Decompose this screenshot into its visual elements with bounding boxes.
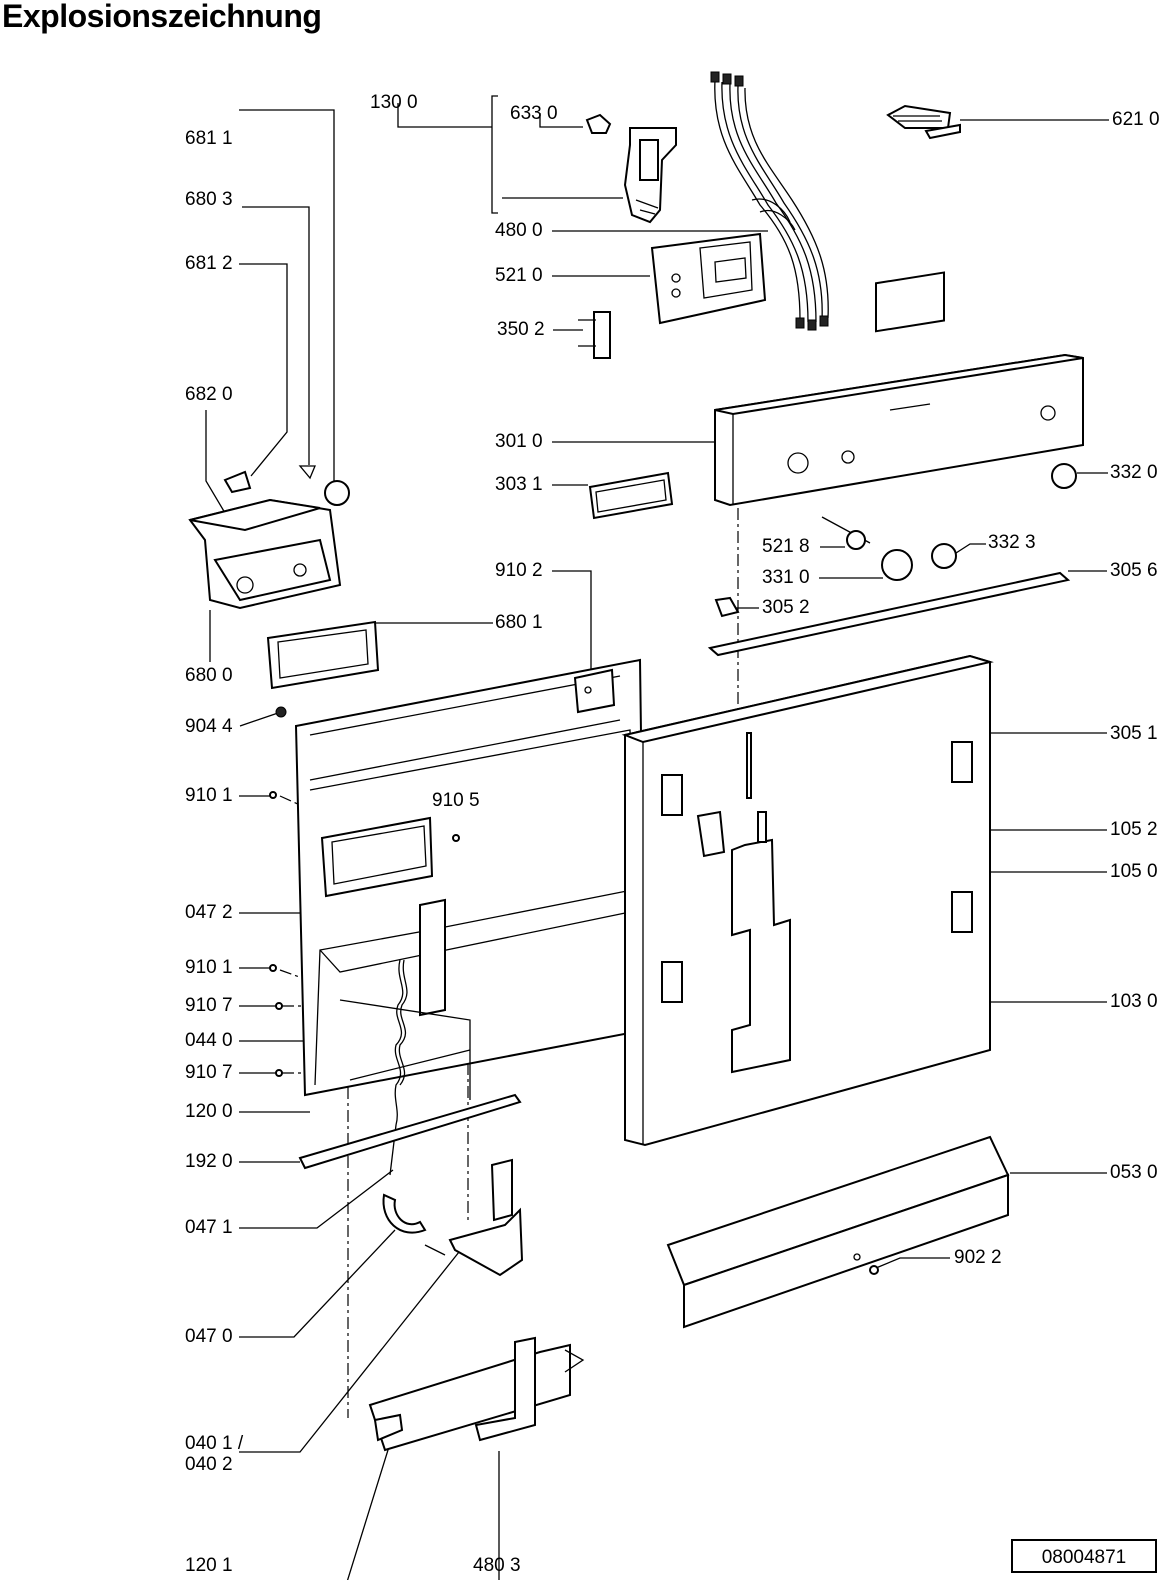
callout-label: 040 1 / — [185, 1433, 244, 1454]
door-switch-part — [585, 113, 677, 224]
document-number: 08004871 — [1011, 1539, 1157, 1573]
callout-label: 305 2 — [762, 597, 810, 618]
inner-door-part — [294, 658, 647, 1100]
callout-label: 305 6 — [1110, 560, 1158, 581]
callout-label: 904 4 — [185, 716, 233, 737]
callout-label: 902 2 — [954, 1247, 1002, 1268]
callout-label: 910 5 — [432, 790, 480, 811]
callout-label: 910 2 — [495, 560, 543, 581]
callout-label: 910 1 — [185, 957, 233, 978]
callout-label: 301 0 — [495, 431, 543, 452]
callout-label: 680 0 — [185, 665, 233, 686]
callout-label: 332 3 — [988, 532, 1036, 553]
callout-label: 105 2 — [1110, 819, 1158, 840]
screws — [269, 706, 460, 1077]
handle-part — [588, 471, 674, 520]
bottom-bracket-parts — [368, 1336, 585, 1452]
leader-lines — [205, 95, 1109, 1580]
outer-door-part — [621, 654, 994, 1147]
callout-label: 103 0 — [1110, 991, 1158, 1012]
callout-label: 681 1 — [185, 128, 233, 149]
callout-label: 040 2 — [185, 1454, 233, 1475]
callout-label: 480 3 — [473, 1555, 521, 1576]
callout-label: 047 1 — [185, 1217, 233, 1238]
callout-label: 621 0 — [1112, 109, 1160, 130]
rail-part — [298, 1093, 522, 1170]
knob-part — [1051, 463, 1077, 489]
wiring-harness — [710, 71, 829, 331]
callout-label: 105 0 — [1110, 861, 1158, 882]
callout-label: 910 7 — [185, 995, 233, 1016]
callout-label: 331 0 — [762, 567, 810, 588]
strip-part — [707, 571, 1071, 657]
control-board-part — [650, 232, 767, 325]
callout-label: 521 8 — [762, 536, 810, 557]
seal-part — [266, 620, 380, 690]
control-panel-part — [714, 271, 1084, 507]
callout-label: 521 0 — [495, 265, 543, 286]
callout-label: 910 7 — [185, 1062, 233, 1083]
callout-label: 910 1 — [185, 785, 233, 806]
page-title: Explosionszeichnung — [2, 0, 322, 34]
callout-label: 680 3 — [185, 189, 233, 210]
callout-label: 305 1 — [1110, 723, 1158, 744]
callout-label: 633 0 — [510, 103, 558, 124]
holder-part — [578, 311, 611, 359]
callout-label: 303 1 — [495, 474, 543, 495]
callout-label: 130 0 — [370, 92, 418, 113]
selector-parts — [821, 516, 957, 581]
callout-label: 053 0 — [1110, 1162, 1158, 1183]
callout-label: 350 2 — [497, 319, 545, 340]
callout-label: 120 1 — [185, 1555, 233, 1576]
callout-label: 682 0 — [185, 384, 233, 405]
lower-panel-part — [666, 1135, 1010, 1329]
callout-label: 681 2 — [185, 253, 233, 274]
callout-label: 047 0 — [185, 1326, 233, 1347]
callout-label: 047 2 — [185, 902, 233, 923]
callout-label: 192 0 — [185, 1151, 233, 1172]
connector-part — [886, 104, 961, 140]
callout-label: 680 1 — [495, 612, 543, 633]
hinge-parts — [382, 1158, 524, 1277]
callout-label: 332 0 — [1110, 462, 1158, 483]
callout-label: 044 0 — [185, 1030, 233, 1051]
callout-label: 120 0 — [185, 1101, 233, 1122]
spring-part — [389, 959, 408, 1176]
dispenser-part — [188, 465, 350, 610]
callout-label: 480 0 — [495, 220, 543, 241]
